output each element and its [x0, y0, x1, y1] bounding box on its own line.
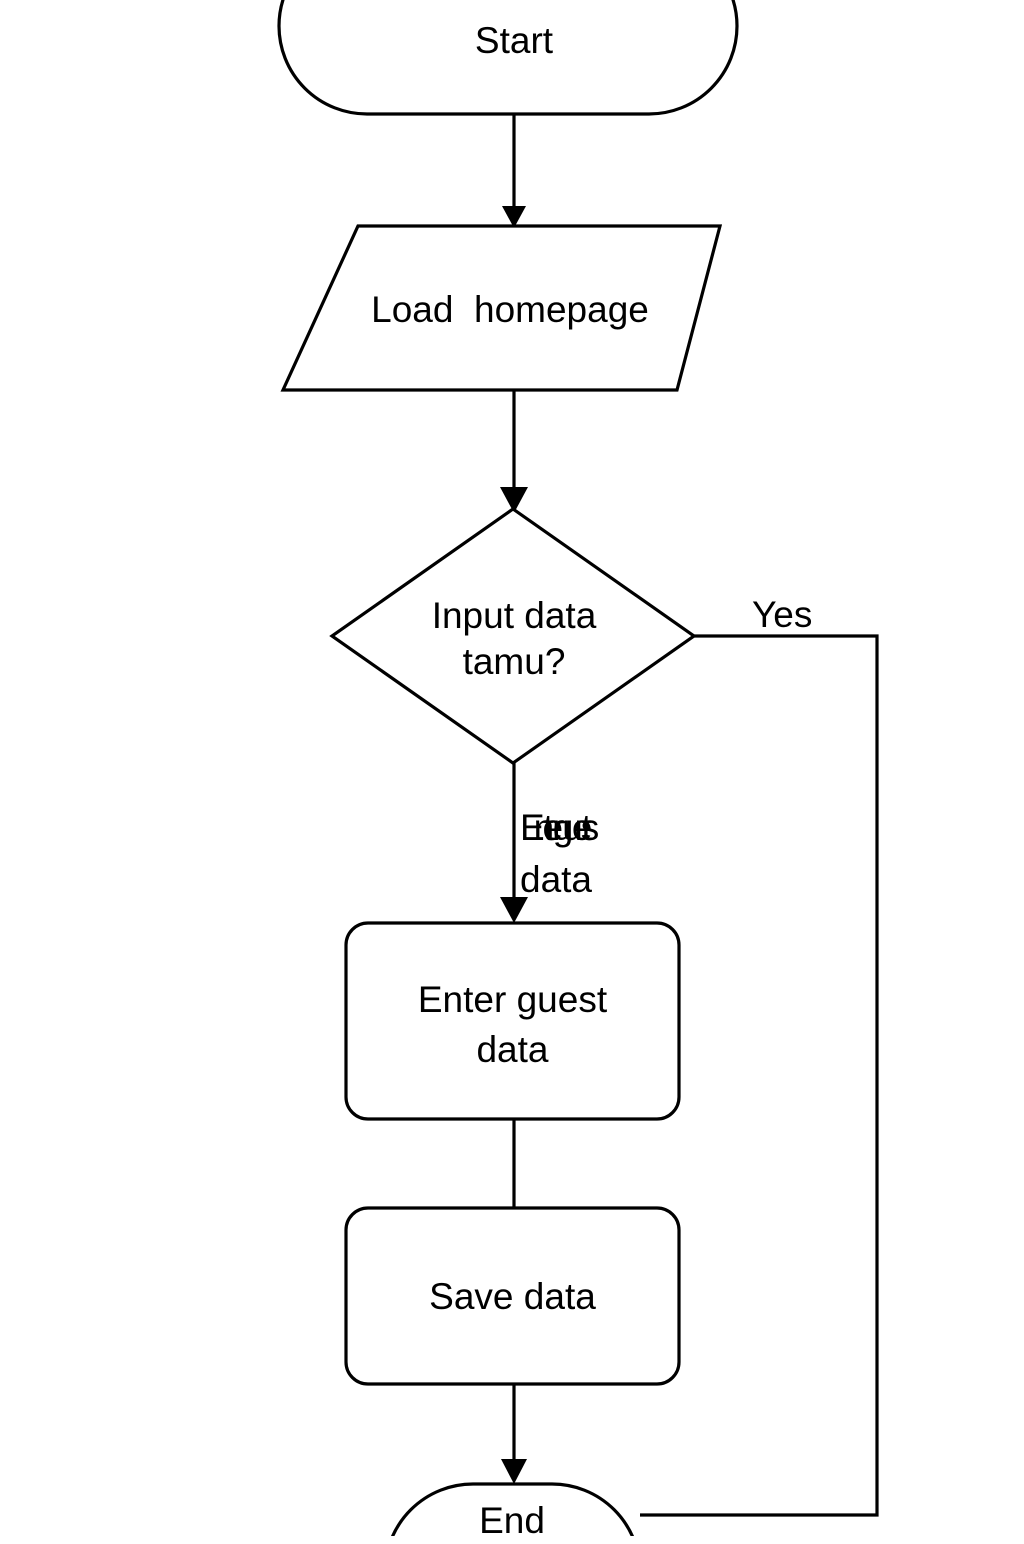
edge-yes-branch — [640, 634, 879, 1517]
node-decision-input-data-tamu — [329, 507, 697, 765]
arrowhead-save-data-to-end — [501, 1459, 527, 1484]
arrowhead-start-to-load-homepage — [502, 206, 526, 228]
node-enter-guest-data — [344, 921, 681, 1121]
node-save-data — [344, 1206, 681, 1386]
node-start — [277, 0, 739, 116]
node-load-homepage — [280, 224, 723, 392]
arrowhead-load-homepage-to-decision — [500, 487, 528, 513]
node-end — [391, 1482, 634, 1536]
arrowhead-decision-to-enter-guest-data — [500, 897, 528, 923]
